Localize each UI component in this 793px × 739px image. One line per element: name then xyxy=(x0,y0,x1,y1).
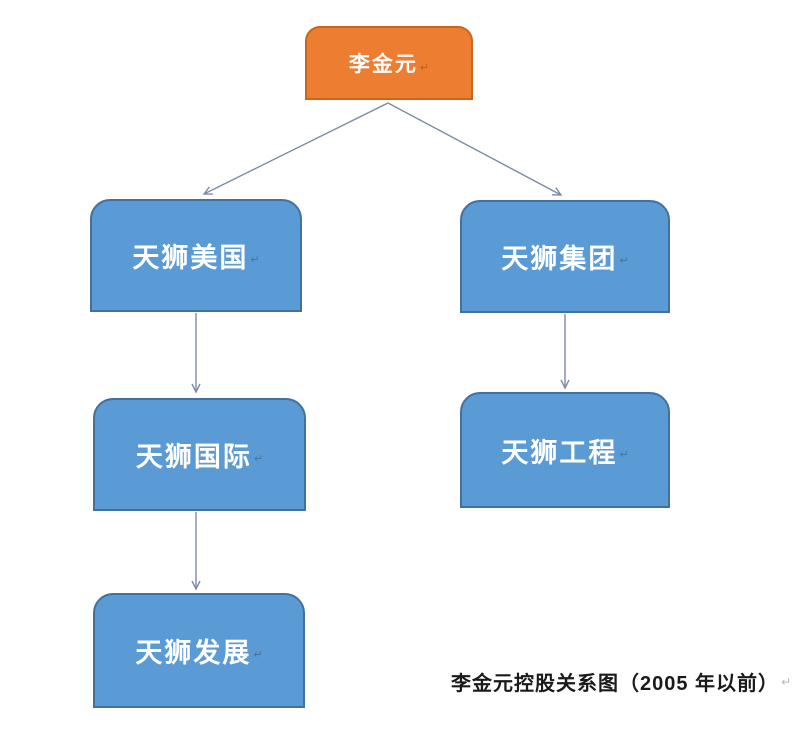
node-label: 天狮工程 xyxy=(501,437,618,468)
node-tiens-eng: 天狮工程 ↵ xyxy=(460,392,670,508)
paragraph-mark: ↵ xyxy=(253,453,264,465)
diagram-caption: 李金元控股关系图（2005 年以前） ↵ xyxy=(451,667,791,696)
node-label: 天狮发展 xyxy=(135,638,252,668)
node-label: 天狮美国 xyxy=(132,243,249,273)
paragraph-mark: ↵ xyxy=(419,61,430,74)
node-label: 天狮集团 xyxy=(501,244,618,274)
paragraph-mark: ↵ xyxy=(250,254,260,266)
edge-li-jinyuan-to-tiens-group xyxy=(387,102,563,196)
paragraph-mark: ↵ xyxy=(619,255,629,267)
node-label: 李金元 xyxy=(348,53,418,76)
node-tiens-intl: 天狮国际 ↵ xyxy=(93,398,306,511)
paragraph-mark: ↵ xyxy=(253,649,263,661)
node-tiens-group: 天狮集团 ↵ xyxy=(460,200,670,313)
node-li-jinyuan: 李金元 ↵ xyxy=(305,26,473,100)
paragraph-mark: ↵ xyxy=(781,674,792,689)
node-label: 天狮国际 xyxy=(135,442,252,472)
node-tiens-dev: 天狮发展 ↵ xyxy=(93,593,305,708)
paragraph-mark: ↵ xyxy=(619,448,629,461)
caption-text: 李金元控股关系图（2005 年以前） xyxy=(451,673,780,695)
edge-li-jinyuan-to-tiens-usa xyxy=(202,102,389,195)
node-tiens-usa: 天狮美国 ↵ xyxy=(90,199,302,312)
